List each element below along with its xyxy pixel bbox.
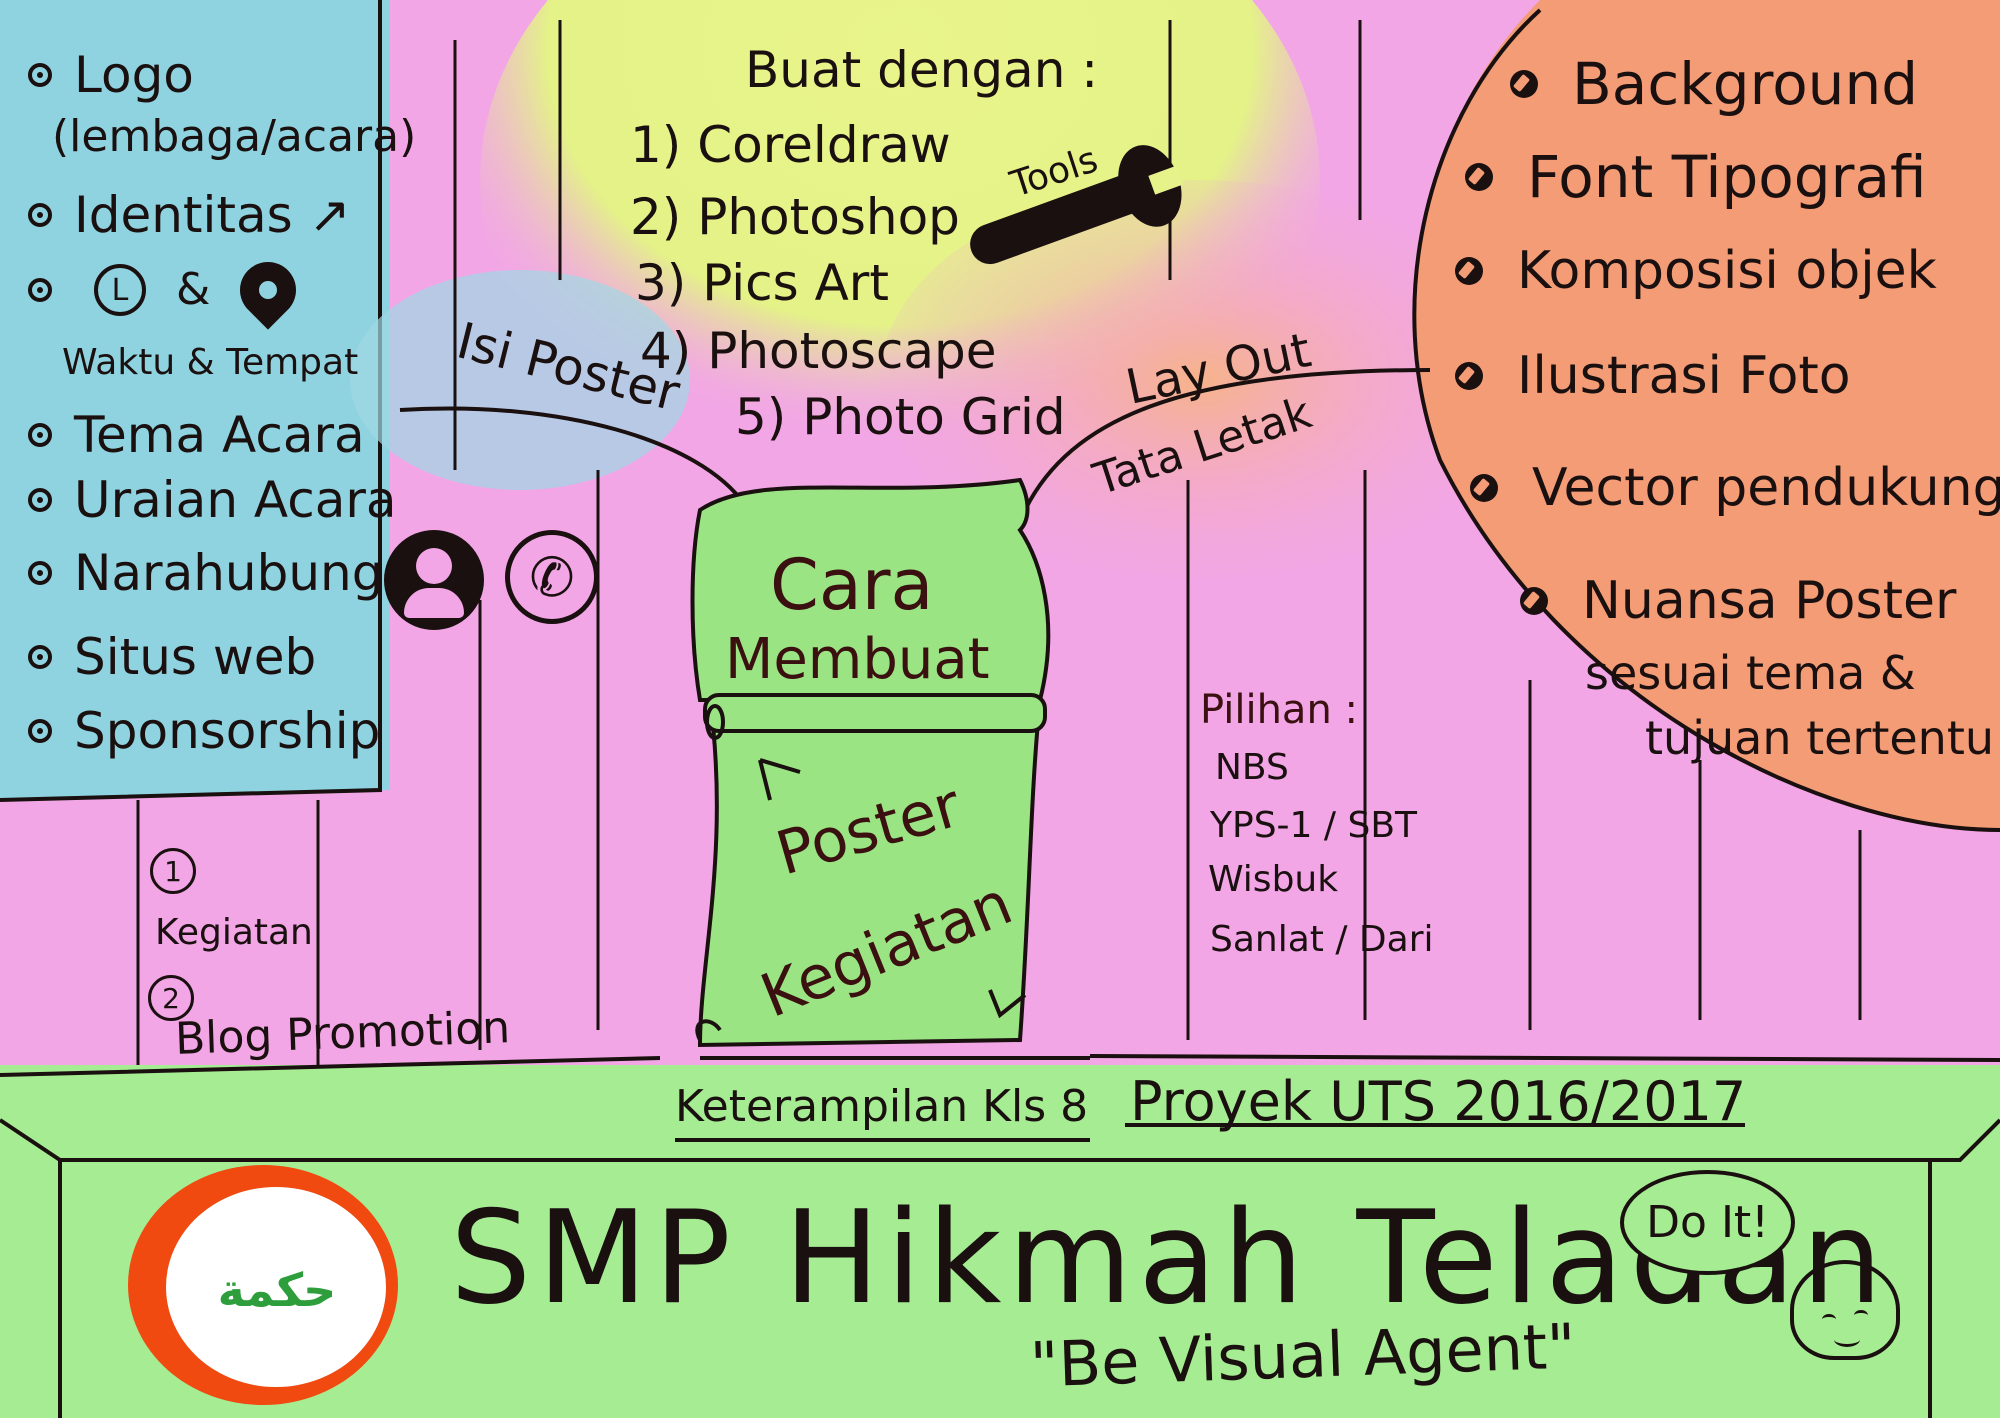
list-item-background: Background	[1510, 55, 1918, 113]
bullet-icon	[1465, 163, 1493, 191]
pilihan-option-4: Sanlat / Dari	[1210, 919, 1434, 960]
item-sublabel: Waktu & Tempat	[62, 342, 359, 383]
list-item-narahubung: Narahubung	[28, 548, 383, 598]
ampersand: &	[176, 264, 211, 315]
bullet-icon	[28, 561, 52, 585]
list-item-vector: Vector pendukung	[1470, 462, 2000, 514]
list-item-waktu-tempat: L &	[28, 250, 308, 330]
bullet-icon	[1455, 362, 1483, 390]
bullet-icon	[1455, 257, 1483, 285]
item-label: Ilustrasi Foto	[1517, 346, 1851, 406]
tools-item-5: 5) Photo Grid	[735, 388, 1066, 446]
list-item-uraian: Uraian Acara	[28, 475, 397, 525]
list-item-ilustrasi: Ilustrasi Foto	[1455, 350, 1851, 402]
media-kegiatan: Kegiatan	[155, 912, 313, 953]
list-item-logo: Logo	[28, 50, 194, 100]
clock-icon: L	[94, 264, 146, 316]
scroll-title-cara: Cara	[770, 544, 934, 626]
bullet-icon	[28, 423, 52, 447]
item-label: Situs web	[74, 628, 317, 686]
tools-item-3: 3) Pics Art	[635, 254, 889, 312]
school-motto: "Be Visual Agent"	[1028, 1309, 1577, 1402]
speech-bubble: Do It!	[1620, 1170, 1795, 1275]
pilihan-option-1: NBS	[1215, 747, 1289, 788]
item-label: Font Tipografi	[1527, 143, 1927, 211]
item-sublabel: (lembaga/acara)	[52, 111, 417, 162]
bullet-icon	[1510, 70, 1538, 98]
tools-item-1: 1) Coreldraw	[630, 116, 951, 174]
bullet-icon	[28, 645, 52, 669]
phone-icon: ✆	[505, 530, 599, 624]
class-label: Keterampilan Kls 8	[675, 1081, 1089, 1132]
list-item-komposisi: Komposisi objek	[1455, 245, 1937, 297]
bullet-icon	[28, 488, 52, 512]
list-item-nuansa: Nuansa Poster	[1520, 575, 1956, 627]
bullet-icon	[28, 63, 52, 87]
tools-item-4: 4) Photoscape	[640, 322, 997, 380]
item-label: Nuansa Poster	[1582, 571, 1957, 631]
item-label: Sponsorship	[74, 702, 381, 760]
curved-arrow-icon: ↗	[308, 186, 351, 244]
item-label: Narahubung	[74, 544, 384, 602]
scroll-title-membuat: Membuat	[725, 627, 990, 692]
tools-heading: Buat dengan :	[745, 41, 1099, 99]
project-label: Proyek UTS 2016/2017	[1130, 1070, 1747, 1133]
logo-text: حكمة	[217, 1263, 337, 1317]
bullet-icon	[1470, 474, 1498, 502]
number-badge-2: 2	[148, 975, 194, 1021]
media-blog: Blog Promotion	[174, 1002, 511, 1065]
bullet-icon	[28, 719, 52, 743]
pilihan-option-2: YPS-1 / SBT	[1210, 805, 1417, 846]
character-head	[1790, 1260, 1900, 1360]
pilihan-option-3: Wisbuk	[1208, 859, 1339, 900]
item-label: Komposisi objek	[1517, 241, 1937, 301]
list-item-sponsorship: Sponsorship	[28, 706, 380, 756]
person-icon	[384, 530, 484, 630]
item-label: Background	[1572, 50, 1919, 118]
list-item-tema: Tema Acara	[28, 410, 365, 460]
bullet-icon	[28, 278, 52, 302]
bullet-icon	[1520, 587, 1548, 615]
item-label: Logo	[74, 46, 194, 104]
tools-item-2: 2) Photoshop	[630, 188, 960, 246]
item-label: Uraian Acara	[74, 471, 397, 529]
item-label: Identitas	[74, 186, 293, 244]
item-label: Vector pendukung	[1532, 458, 2000, 518]
school-logo: حكمة	[128, 1165, 398, 1405]
item-label: Tema Acara	[74, 406, 365, 464]
pilihan-heading: Pilihan :	[1200, 687, 1358, 733]
speech-text: Do It!	[1646, 1196, 1769, 1248]
number-badge-1: 1	[150, 848, 196, 894]
bullet-icon	[28, 203, 52, 227]
map-pin-icon	[228, 250, 308, 330]
list-item-identitas: Identitas ↗	[28, 190, 351, 240]
list-item-situs: Situs web	[28, 632, 316, 682]
nuansa-sub2: tujuan tertentu	[1645, 711, 1995, 765]
nuansa-sub1: sesuai tema &	[1585, 646, 1916, 700]
list-item-font: Font Tipografi	[1465, 148, 1927, 206]
